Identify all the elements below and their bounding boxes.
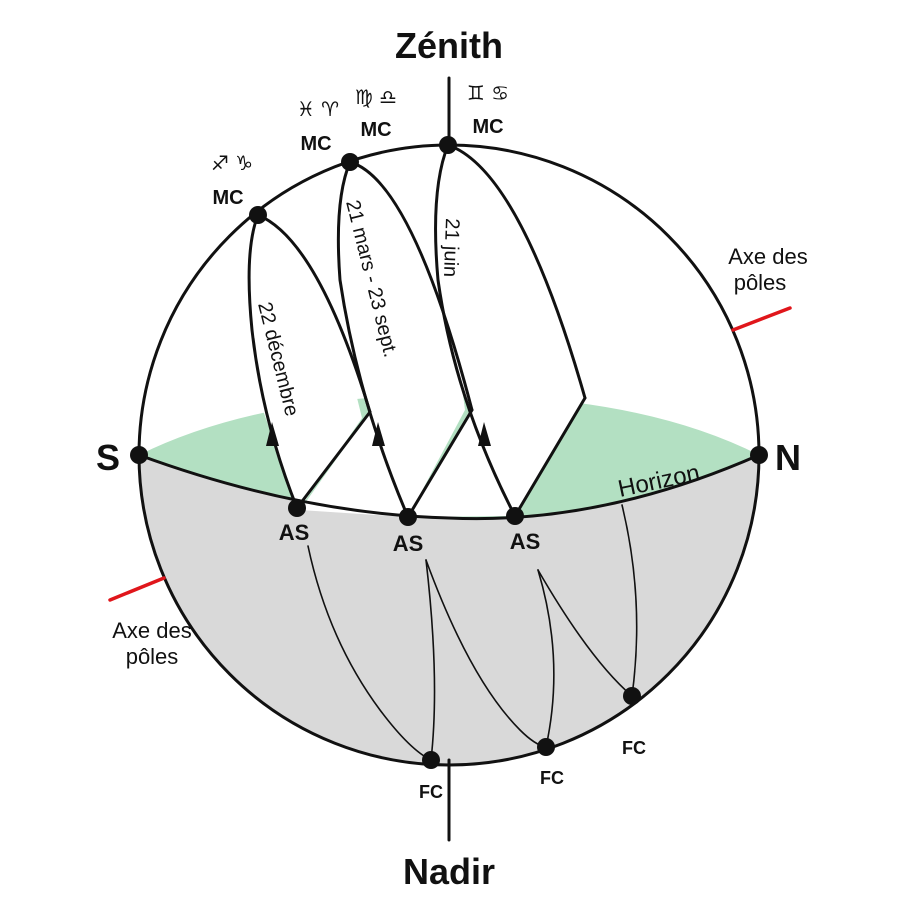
as-label-june: AS xyxy=(510,529,541,554)
south-label: S xyxy=(96,437,120,478)
south-point xyxy=(130,446,148,464)
as-label-equinox: AS xyxy=(393,531,424,556)
fc-point-june xyxy=(623,687,641,705)
pole-axis-south-label-2: pôles xyxy=(126,644,179,669)
fc-point-equinox xyxy=(537,738,555,756)
plane-june xyxy=(408,145,585,517)
north-point xyxy=(750,446,768,464)
path-north-lower xyxy=(621,504,638,697)
mc-label-equinox-right: MC xyxy=(360,119,391,141)
pole-axis-north-label-1: Axe des xyxy=(728,244,808,269)
path-december-back xyxy=(256,213,372,414)
path-equinox-back xyxy=(348,160,474,412)
signs-equinox-left: ♓ ♈ xyxy=(297,97,339,121)
as-point-december xyxy=(288,499,306,517)
path-december-lower xyxy=(307,545,432,761)
path-equinox-lower xyxy=(425,559,547,748)
as-label-december: AS xyxy=(279,520,310,545)
mc-point-equinox xyxy=(341,153,359,171)
path-equinox-edge xyxy=(406,408,474,519)
north-label: N xyxy=(775,437,801,478)
path-june-lower xyxy=(537,569,633,697)
as-point-equinox xyxy=(399,508,417,526)
fc-point-december xyxy=(422,751,440,769)
mc-point-june xyxy=(439,136,457,154)
signs-december: ♐ ♑ xyxy=(211,151,253,175)
arrow-june xyxy=(478,422,491,446)
path-june-back xyxy=(446,143,587,400)
plane-equinox xyxy=(300,160,465,517)
signs-june: ♊ ♋ xyxy=(467,81,509,105)
as-point-june xyxy=(506,507,524,525)
arrow-equinox xyxy=(372,422,385,446)
zenith-label: Zénith xyxy=(395,25,503,66)
pole-axis-north-label-2: pôles xyxy=(734,270,787,295)
path-december-edge xyxy=(295,410,372,510)
path-december-upper xyxy=(247,213,299,510)
mc-label-december: MC xyxy=(212,187,243,209)
nadir-label: Nadir xyxy=(403,851,495,892)
mc-point-december xyxy=(249,206,267,224)
pole-axis-south xyxy=(108,576,166,602)
path-june-upper xyxy=(434,143,517,518)
horizon-edge xyxy=(137,453,761,521)
arrow-december xyxy=(266,422,279,446)
path-label-june: 21 juin xyxy=(439,218,463,278)
fc-label-june: FC xyxy=(622,738,646,758)
signs-equinox-right: ♍ ♎ xyxy=(355,85,397,109)
path-equinox-lower-2 xyxy=(425,559,436,761)
lower-hemisphere xyxy=(139,455,759,765)
path-june-lower-2 xyxy=(537,569,555,748)
path-june-edge xyxy=(513,396,587,518)
plane-december-upper xyxy=(252,215,362,508)
pole-axis-north xyxy=(731,306,792,332)
mc-label-june: MC xyxy=(472,116,503,138)
fc-label-december: FC xyxy=(419,782,443,802)
mc-label-equinox-left: MC xyxy=(300,133,331,155)
fc-label-equinox: FC xyxy=(540,768,564,788)
path-equinox-upper xyxy=(336,160,410,519)
pole-axis-south-label-1: Axe des xyxy=(112,618,192,643)
